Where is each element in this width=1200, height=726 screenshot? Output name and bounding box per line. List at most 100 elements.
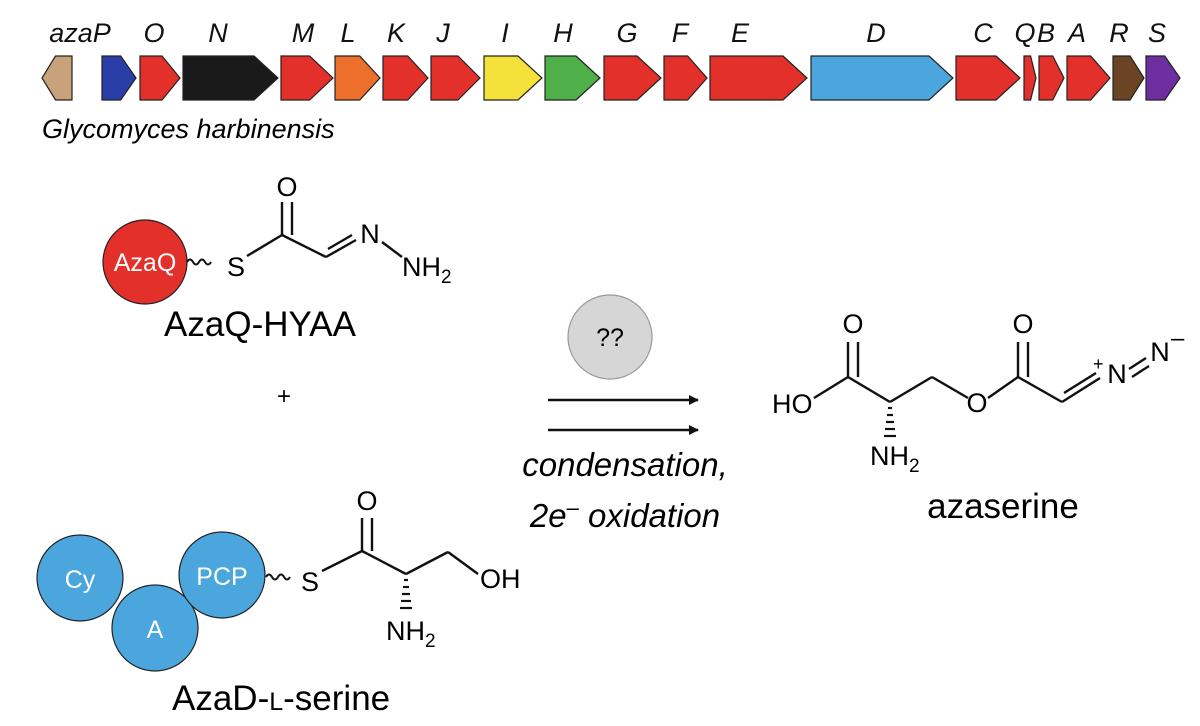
- gene-label-R: R: [1109, 18, 1129, 48]
- gene-arrow-azaP: [41, 55, 73, 101]
- a-domain-circle: [111, 584, 199, 672]
- bond: [405, 550, 449, 576]
- bond: [1061, 376, 1101, 404]
- reactant2-caption: AzaD-L-serine: [172, 679, 390, 718]
- gene-arrow-N: [182, 55, 279, 101]
- reactant1-caption: AzaQ-HYAA: [164, 305, 357, 344]
- bond: [889, 375, 933, 404]
- bond: [1131, 364, 1150, 379]
- gene-arrow-B: [1038, 55, 1065, 101]
- bond: [847, 375, 891, 404]
- ester-oxygen: O: [966, 388, 987, 418]
- wavy-bond: [265, 573, 291, 581]
- gene-label-A: A: [1066, 18, 1086, 48]
- condition-line-2: 2e– oxidation: [529, 495, 720, 534]
- hashed-wedge-bond: [400, 578, 412, 610]
- gene-label-J: J: [435, 18, 450, 48]
- bond: [325, 238, 357, 259]
- gene-arrow-unlabeled-1: [101, 55, 137, 101]
- reactant-azaq-hyaa: AzaQ S O N NH2 AzaQ-HYAA: [102, 172, 452, 344]
- bond: [281, 233, 327, 259]
- bond: [1128, 356, 1147, 371]
- gene-label-C: C: [973, 18, 993, 48]
- hydroxyl-group: OH: [480, 564, 521, 594]
- cy-domain-label: Cy: [65, 566, 96, 594]
- gene-label-S: S: [1148, 18, 1166, 48]
- negative-charge: –: [1171, 325, 1185, 352]
- bond: [987, 376, 1019, 399]
- gene-arrows: [41, 55, 1181, 101]
- amino-group: NH2: [870, 441, 920, 477]
- gene-arrow-E: [709, 55, 808, 101]
- gene-arrow-O: [139, 55, 181, 101]
- amino-group: NH2: [402, 252, 452, 288]
- positive-charge: +: [1093, 354, 1104, 374]
- gene-arrow-G: [603, 55, 662, 101]
- bond: [327, 233, 353, 251]
- plus-sign: +: [277, 383, 291, 410]
- azaq-protein-label: AzaQ: [114, 249, 177, 277]
- bond: [447, 551, 479, 575]
- amino-group: NH2: [386, 616, 436, 652]
- gene-label-G: G: [616, 18, 637, 48]
- thioester-sulfur: S: [301, 567, 319, 597]
- gene-arrow-F: [663, 55, 708, 101]
- gene-label-N: N: [208, 18, 228, 48]
- hydroxyl-label: HO: [772, 389, 813, 419]
- product-caption: azaserine: [927, 487, 1079, 526]
- gene-label-K: K: [387, 18, 406, 48]
- diazo-nitrogen-minus: N: [1150, 337, 1170, 367]
- gene-label-azaP: azaP: [49, 18, 111, 48]
- gene-arrow-H: [544, 55, 601, 101]
- carbonyl-oxygen: O: [356, 486, 377, 516]
- gene-label-Q: Q: [1014, 18, 1035, 48]
- gene-label-I: I: [501, 18, 509, 48]
- gene-arrow-L: [334, 55, 381, 101]
- bond: [813, 375, 849, 400]
- bond: [931, 375, 969, 400]
- pcp-domain-circle: [178, 531, 266, 619]
- bond: [1017, 375, 1063, 404]
- carbonyl-oxygen: O: [276, 172, 297, 202]
- condition-line-1: condensation,: [522, 446, 728, 483]
- bond: [381, 241, 403, 258]
- bond: [246, 233, 283, 258]
- hashed-wedge-bond: [884, 406, 896, 438]
- gene-label-B: B: [1037, 18, 1055, 48]
- hydrazone-nitrogen: N: [360, 219, 380, 249]
- gene-label-O: O: [143, 18, 164, 48]
- reactant-azad-serine: Cy A PCP S O OH NH2 AzaD-L-serine: [36, 486, 521, 718]
- unknown-enzyme-label: ??: [596, 324, 624, 352]
- gene-label-H: H: [553, 18, 573, 48]
- gene-label-M: M: [292, 18, 315, 48]
- gene-arrow-S: [1145, 55, 1181, 101]
- thioester-sulfur: S: [227, 252, 245, 282]
- gene-label-L: L: [340, 18, 355, 48]
- gene-label-E: E: [731, 18, 750, 48]
- gene-arrow-Q: [1023, 55, 1037, 101]
- gene-label-D: D: [866, 18, 886, 48]
- organism-name: Glycomyces harbinensis: [42, 114, 335, 144]
- gene-arrow-J: [430, 55, 481, 101]
- gene-arrow-D: [810, 55, 954, 101]
- gene-label-F: F: [672, 18, 690, 48]
- unknown-enzyme-circle: [567, 294, 653, 380]
- gene-arrow-R: [1112, 55, 1145, 101]
- a-domain-label: A: [147, 616, 164, 644]
- product-azaserine: HO O O O + N N – NH2 azaserine: [772, 309, 1185, 526]
- bond: [1063, 371, 1097, 395]
- reaction-conditions: ?? condensation, 2e– oxidation: [522, 294, 728, 534]
- gene-arrow-M: [280, 55, 334, 101]
- bond: [321, 549, 363, 573]
- pcp-domain-label: PCP: [196, 563, 247, 591]
- wavy-bond: [186, 258, 212, 266]
- gene-arrow-I: [483, 55, 543, 101]
- acid-carbonyl-oxygen: O: [842, 309, 863, 339]
- bond: [361, 549, 407, 576]
- cy-domain-circle: [36, 534, 124, 622]
- gene-arrow-C: [955, 55, 1021, 101]
- diazo-nitrogen-plus: N: [1107, 359, 1127, 389]
